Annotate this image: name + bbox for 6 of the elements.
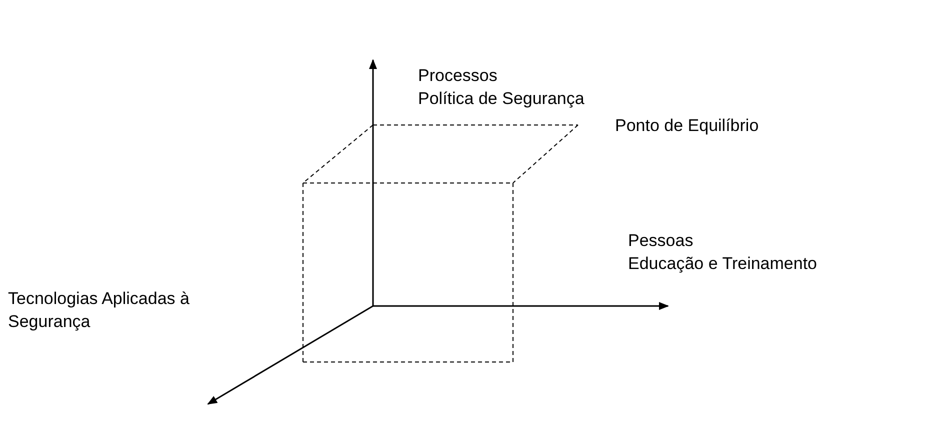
axis-label: Educação e Treinamento [628,253,818,275]
axis-label: Pessoas [628,230,694,252]
axis-label: Ponto de Equilíbrio [615,115,759,137]
axis-label: Política de Segurança [418,88,584,110]
axis-label: Processos [418,65,498,87]
axis-label: Tecnologias Aplicadas à Segurança [8,288,190,333]
